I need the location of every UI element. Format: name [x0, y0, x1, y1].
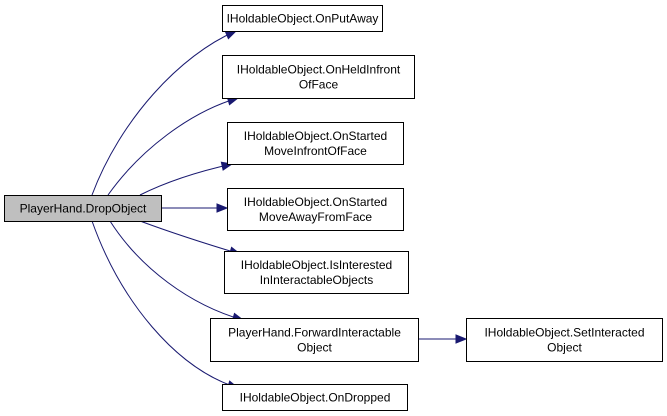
node-box[interactable] [222, 55, 415, 99]
arrow-head-icon [224, 30, 238, 40]
node-label-line: IHoldableObject.OnPutAway [227, 12, 379, 26]
node-box[interactable] [224, 251, 409, 294]
node-label-line: IHoldableObject.OnHeldInfront [237, 63, 401, 77]
node-label-line: Object [297, 341, 332, 355]
node-label-line: IHoldableObject.IsInterested [241, 258, 392, 272]
edge-line [91, 220, 239, 389]
node-onstartedmovein[interactable]: IHoldableObject.OnStartedMoveInfrontOfFa… [227, 122, 404, 165]
node-root[interactable]: PlayerHand.DropObject [4, 195, 162, 222]
node-onputaway[interactable]: IHoldableObject.OnPutAway [222, 5, 383, 32]
edge-forward-to-setinteracted [418, 334, 468, 344]
node-box[interactable] [210, 318, 419, 362]
edge-root-to-ondropped [91, 220, 240, 390]
edge-root-to-onheld [107, 96, 240, 196]
node-label-line: Object [547, 341, 582, 355]
node-label-line: OfFace [299, 78, 339, 92]
node-box[interactable] [4, 195, 162, 222]
arrow-head-icon [216, 203, 229, 213]
node-onstartedmoveaway[interactable]: IHoldableObject.OnStartedMoveAwayFromFac… [227, 188, 404, 231]
node-box[interactable] [466, 318, 663, 362]
node-box[interactable] [222, 5, 383, 32]
node-ondropped[interactable]: IHoldableObject.OnDropped [222, 384, 408, 411]
edge-line [91, 30, 237, 196]
edge-root-to-onputaway [91, 30, 238, 196]
edge-line [109, 220, 244, 321]
edge-root-to-forward [109, 220, 245, 322]
edge-root-to-onstartedmovein [139, 161, 234, 196]
edge-root-to-onstartedmoveaway [160, 203, 229, 213]
node-box[interactable] [227, 188, 404, 231]
nodes-layer: PlayerHand.DropObject IHoldableObject.OnP… [4, 5, 663, 411]
node-label-line: IHoldableObject.SetInteracted [484, 326, 644, 340]
node-label-line: IHoldableObject.OnDropped [240, 391, 391, 405]
arrow-head-icon [455, 334, 468, 344]
edge-root-to-isinterested [139, 220, 242, 256]
node-label-line: IHoldableObject.OnStarted [244, 195, 387, 209]
node-label-line: MoveInfrontOfFace [264, 144, 367, 158]
node-label-line: IHoldableObject.OnStarted [244, 129, 387, 143]
edge-line [139, 220, 241, 255]
node-label-line: PlayerHand.DropObject [20, 202, 147, 216]
node-box[interactable] [227, 122, 404, 165]
node-label-line: InInteractableObjects [260, 273, 373, 287]
node-box[interactable] [222, 384, 408, 411]
edge-line [107, 97, 239, 196]
node-isinterested[interactable]: IHoldableObject.IsInterestedInInteractab… [224, 251, 409, 294]
node-label-line: PlayerHand.ForwardInteractable [228, 326, 401, 340]
node-label-line: MoveAwayFromFace [259, 210, 372, 224]
edge-line [139, 163, 233, 196]
